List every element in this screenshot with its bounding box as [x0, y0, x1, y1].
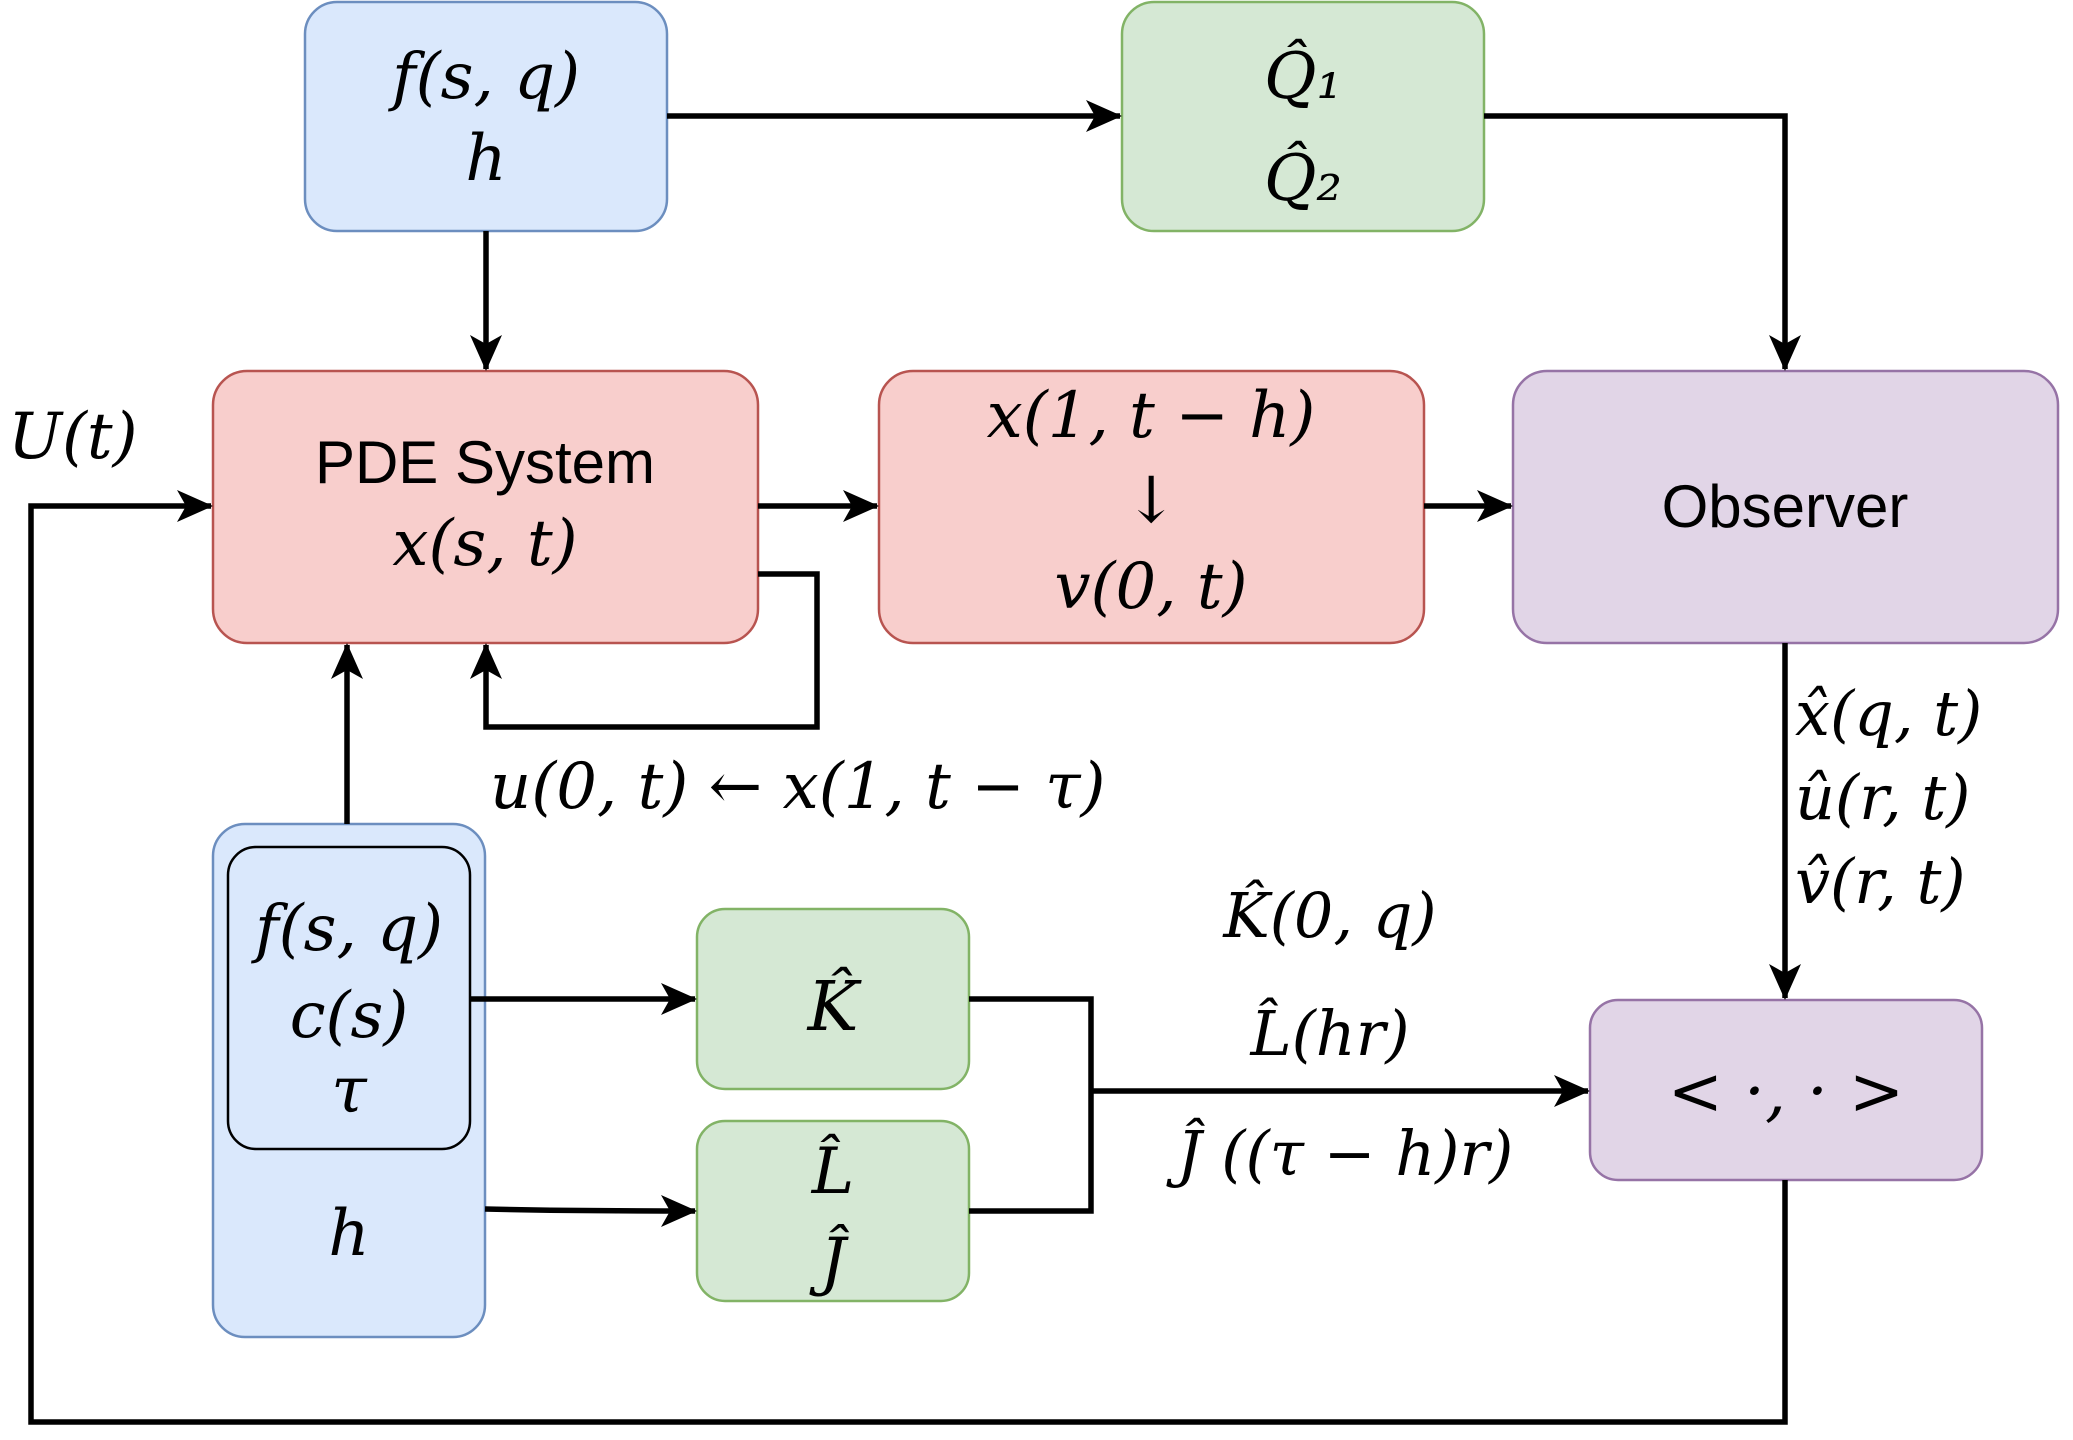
bottom-params-tau: τ: [331, 1054, 368, 1128]
top-params-box: f(s, q) h: [303, 0, 669, 233]
delay-transform-box: x(1, t − h) ↓ v(0, t): [877, 369, 1426, 645]
q-hat-box: Q̂₁ Q̂₂: [1120, 0, 1486, 233]
gain-k-hat: K̂(0, q): [1222, 879, 1436, 952]
q-hat-1: Q̂₁: [1264, 39, 1342, 114]
bottom-params-f: f(s, q): [251, 892, 443, 966]
l-hat-label: L̂: [811, 1134, 855, 1209]
observer-box: Observer: [1511, 369, 2060, 645]
k-hat-box: K̂: [695, 907, 971, 1091]
edges: [28, 100, 1801, 1425]
estimate-x-hat: x̂(q, t): [1795, 677, 1982, 750]
k-hat-label: K̂: [806, 967, 863, 1047]
delay-line-2: v(0, t): [1054, 550, 1247, 624]
control-input-label: U(t): [8, 400, 138, 474]
bottom-params-c: c(s): [290, 979, 409, 1053]
gain-l-hat: L̂(hr): [1249, 997, 1409, 1070]
edge-params-to-l-j-hat: [484, 1194, 697, 1227]
pde-system-state: x(s, t): [392, 507, 577, 581]
pde-system-box: PDE System x(s, t): [211, 369, 760, 645]
inner-product-box: < ·, · >: [1588, 998, 1984, 1182]
q-hat-2: Q̂₂: [1264, 141, 1342, 216]
estimate-u-hat: û(r, t): [1795, 761, 1970, 834]
down-arrow-icon: ↓: [1124, 464, 1178, 538]
edge-q-hat-to-observer: [1484, 113, 1801, 371]
top-params-h: h: [465, 122, 506, 196]
l-hat-j-hat-box: L̂ Ĵ: [695, 1119, 971, 1303]
gain-j-hat: Ĵ ((τ − h)r): [1166, 1117, 1514, 1190]
estimate-v-hat: v̂(r, t): [1795, 845, 1966, 918]
edge-control-feedback: [28, 490, 1788, 1425]
delay-line-1: x(1, t − h): [987, 379, 1316, 453]
observer-label: Observer: [1662, 473, 1909, 540]
boundary-feedback-label: u(0, t) ← x(1, t − τ): [490, 750, 1105, 824]
bottom-params-box: f(s, q) c(s) τ h: [211, 822, 487, 1339]
inner-product-label: < ·, · >: [1668, 1053, 1904, 1130]
edge-pde-self-loop: [470, 571, 820, 730]
bottom-params-h: h: [328, 1197, 369, 1271]
top-params-f: f(s, q): [388, 40, 580, 114]
pde-system-title: PDE System: [315, 429, 655, 496]
edge-k-hat-merge: [969, 996, 1094, 1214]
